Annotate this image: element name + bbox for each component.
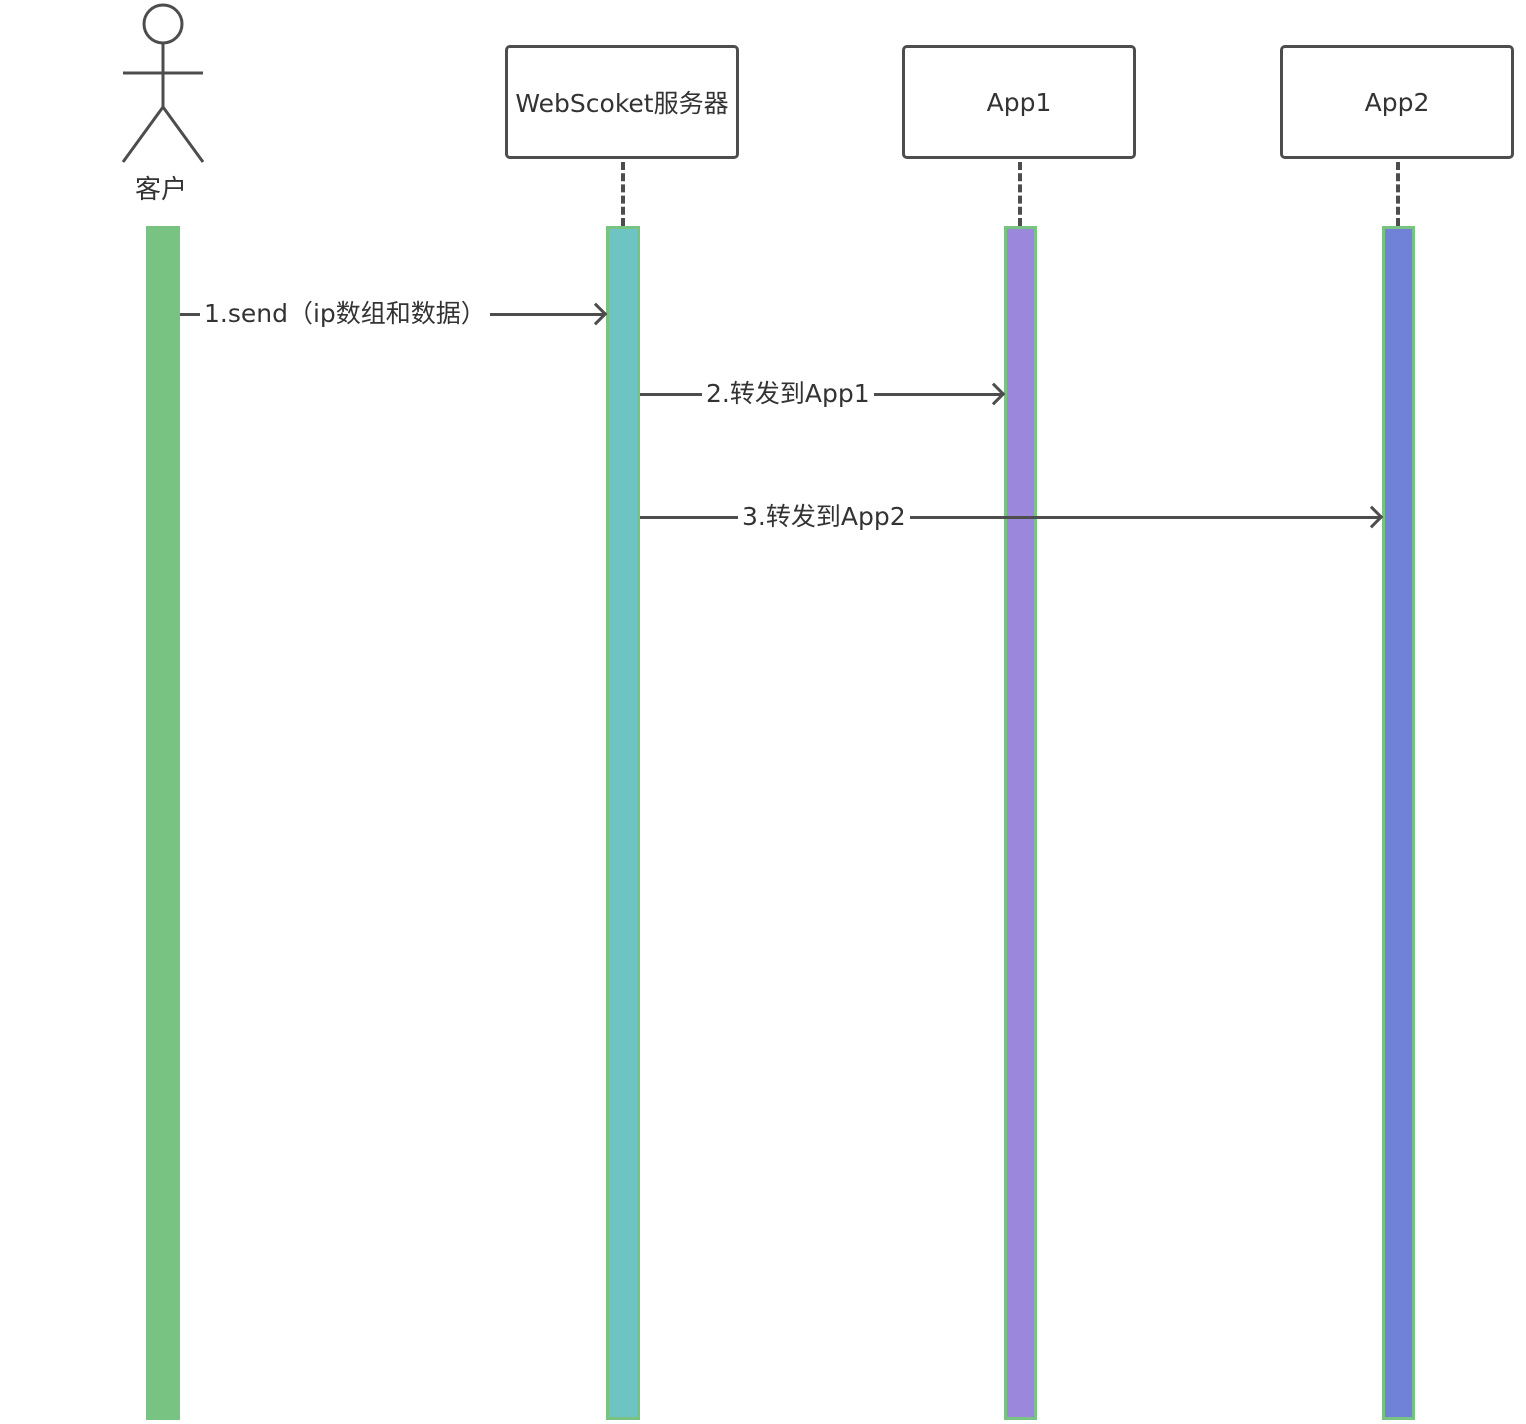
activation-bar-app2	[1382, 226, 1415, 1420]
participant-app1[interactable]: App1	[902, 45, 1136, 159]
lifeline-stem-server	[621, 162, 625, 226]
message-label-2: 2.转发到App1	[702, 378, 874, 410]
activation-bar-server	[606, 226, 640, 1420]
actor-label: 客户	[134, 175, 187, 205]
activation-bar-customer	[146, 226, 180, 1420]
arrowhead-icon	[1360, 505, 1384, 529]
participant-app2[interactable]: App2	[1280, 45, 1514, 159]
activation-bar-app1	[1004, 226, 1037, 1420]
arrowhead-icon	[982, 382, 1006, 406]
participant-label: App2	[1364, 87, 1430, 117]
participant-label: App1	[986, 87, 1052, 117]
lifeline-stem-app2	[1396, 162, 1400, 226]
actor-stick-figure-icon	[121, 3, 205, 163]
participant-websocket-server[interactable]: WebScoket服务器	[505, 45, 739, 159]
lifeline-stem-app1	[1018, 162, 1022, 226]
participant-label: WebScoket服务器	[515, 89, 729, 118]
message-arrow-3[interactable]	[640, 516, 1380, 519]
message-label-3: 3.转发到App2	[738, 501, 910, 533]
message-label-1: 1.send（ip数组和数据）	[200, 298, 490, 330]
arrowhead-icon	[584, 302, 608, 326]
